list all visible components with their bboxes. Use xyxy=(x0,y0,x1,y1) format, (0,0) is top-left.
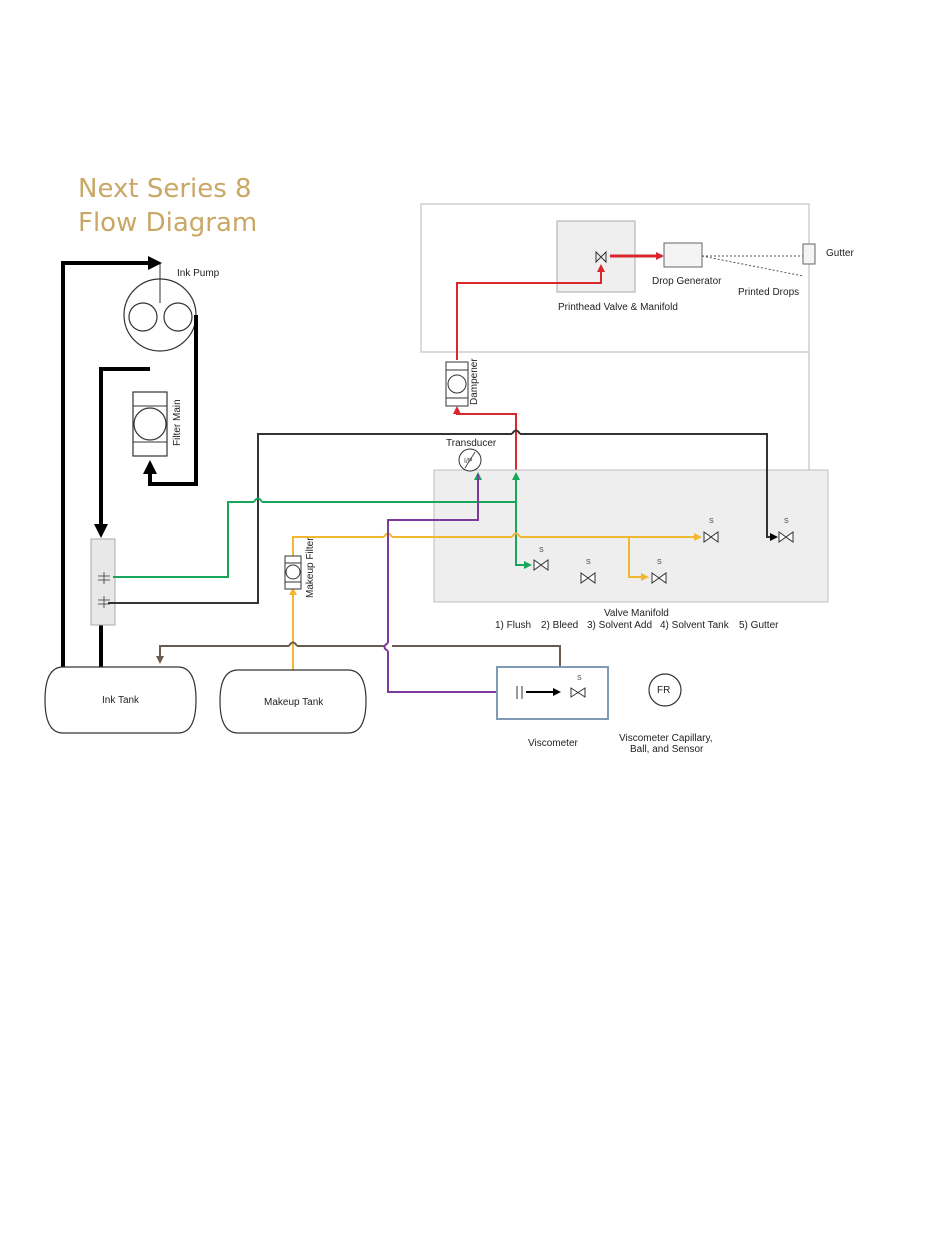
viscometer-line xyxy=(387,474,508,692)
makeup-filter xyxy=(284,555,302,590)
gutter xyxy=(802,243,816,265)
title-line-2: Flow Diagram xyxy=(78,208,258,238)
drop-generator-label: Drop Generator xyxy=(652,276,722,287)
printed-drops-label: Printed Drops xyxy=(738,287,799,298)
solvent-line-branch xyxy=(628,537,649,581)
flush-valve-icon xyxy=(533,559,549,571)
title-line-1: Next Series 8 xyxy=(78,174,252,204)
viscometer-label: Viscometer xyxy=(528,738,579,749)
solvent-add-valve-icon xyxy=(703,531,719,543)
gutter-line-hop xyxy=(511,429,521,435)
viscometer-valve-mark: S xyxy=(577,675,582,682)
printhead-label: Printhead Valve & Manifold xyxy=(558,302,678,313)
gutter-label: Gutter xyxy=(826,248,854,259)
dampener-label: Dampener xyxy=(469,358,480,405)
flush-line-hop xyxy=(253,497,263,503)
valve-gutter-label: 5) Gutter xyxy=(739,620,779,631)
valve-solvent-tank-label: 4) Solvent Tank xyxy=(660,620,730,631)
bleed-valve-icon xyxy=(580,572,596,584)
printhead-valve-icon xyxy=(595,250,607,264)
drop-generator xyxy=(663,242,703,268)
gutter-valve-icon xyxy=(778,531,794,543)
ink-tank-label: Ink Tank xyxy=(102,695,140,706)
visc-capillary-label-1: Viscometer Capillary, xyxy=(619,733,713,744)
gutter-valve-mark: S xyxy=(784,518,789,525)
pressure-line-dampener xyxy=(453,406,517,470)
filter-to-block-line xyxy=(94,367,150,538)
diagram-title: Next Series 8 Flow Diagram xyxy=(78,172,257,240)
valve-bleed-label: 2) Bleed xyxy=(541,620,578,631)
transducer xyxy=(458,448,482,472)
viscometer-line-hop xyxy=(383,642,389,652)
fr-symbol: FR xyxy=(657,685,670,696)
valve-solvent-add-label: 3) Solvent Add xyxy=(587,620,652,631)
solvent-tank-valve-mark: S xyxy=(657,559,662,566)
return-line-hop xyxy=(288,641,298,647)
printhead-enclosure xyxy=(420,203,810,353)
pump-to-filter-line xyxy=(143,315,198,486)
dampener xyxy=(445,361,469,407)
ink-pump-label: Ink Pump xyxy=(177,268,220,279)
flush-valve-mark: S xyxy=(539,547,544,554)
fr-sensor-icon xyxy=(648,673,682,707)
printed-drops-lower xyxy=(701,255,804,277)
ink-supply-line xyxy=(61,256,162,667)
transducer-label: Transducer xyxy=(446,438,497,449)
solvent-add-valve-mark: S xyxy=(709,518,714,525)
makeup-tank xyxy=(219,669,367,734)
filter-main-label: Filter Main xyxy=(172,399,183,446)
makeup-filter-label: Makeup Filter xyxy=(305,537,316,598)
distribution-block xyxy=(90,538,116,626)
solvent-line-main xyxy=(292,537,700,556)
visc-capillary-label-2: Ball, and Sensor xyxy=(630,744,704,755)
filter-main xyxy=(132,391,168,457)
solvent-line-hop-2 xyxy=(511,532,521,538)
flush-line-to-valve xyxy=(515,502,532,569)
ink-tank xyxy=(44,666,197,734)
ink-pump xyxy=(123,263,197,352)
valve-flush-label: 1) Flush xyxy=(495,620,531,631)
makeup-tank-label: Makeup Tank xyxy=(264,697,324,708)
gutter-suction-line xyxy=(108,433,776,604)
valve-manifold-label: Valve Manifold xyxy=(604,608,669,619)
transducer-symbol: I/P xyxy=(464,458,473,465)
pressure-line-riser xyxy=(456,264,605,360)
solvent-tank-valve-icon xyxy=(651,572,667,584)
bleed-valve-mark: S xyxy=(586,559,591,566)
viscometer-box xyxy=(496,666,609,720)
